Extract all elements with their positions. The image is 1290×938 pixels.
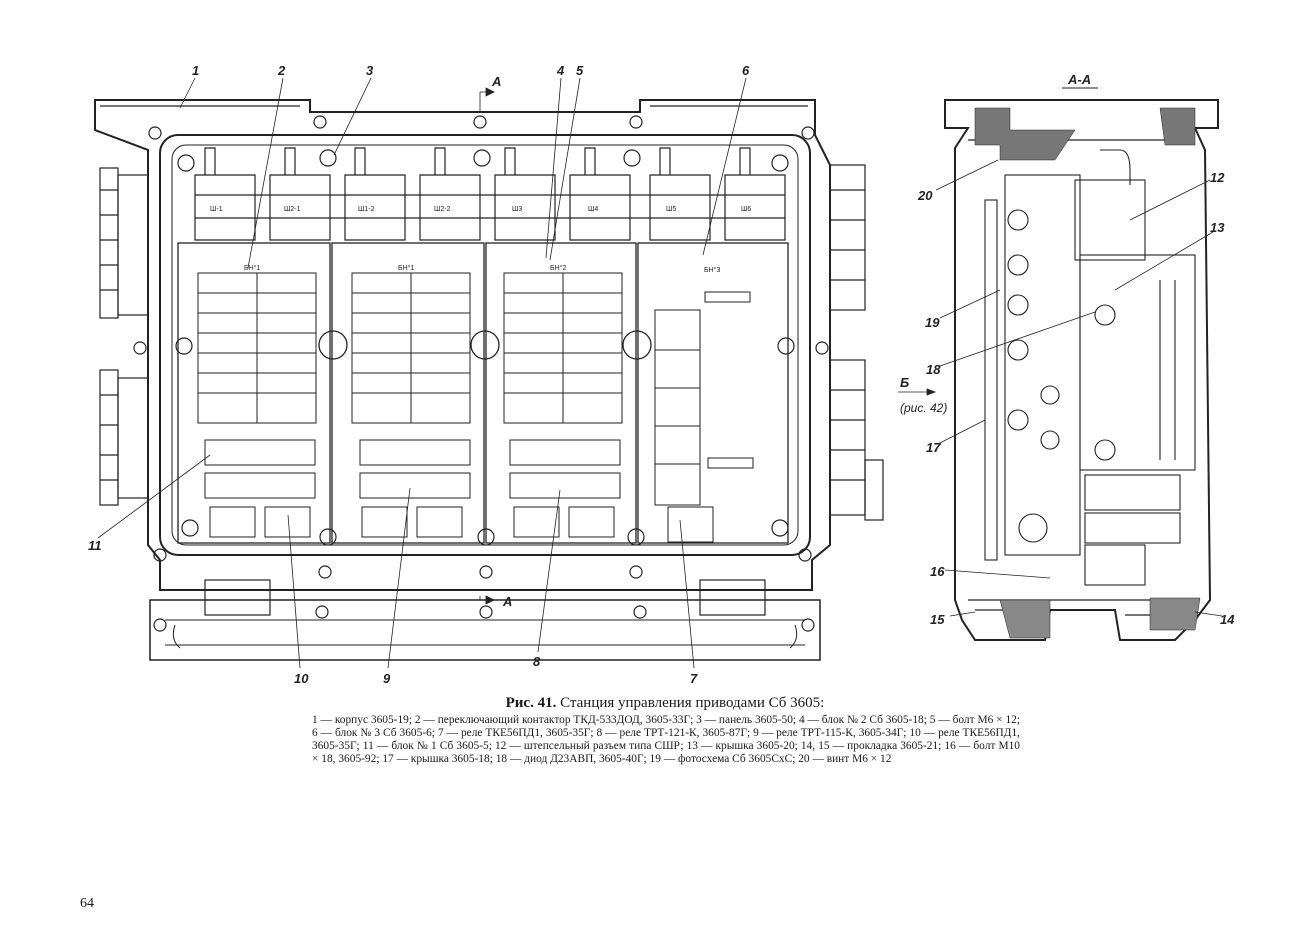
- section-mark-top: А: [491, 74, 501, 89]
- figure-legend: 1 — корпус 3605-19; 2 — переключающий ко…: [312, 714, 1020, 765]
- connector-label: Ш6: [741, 206, 751, 213]
- callout-18: 18: [926, 362, 941, 377]
- section-title: А-А: [1067, 72, 1091, 87]
- callout-13: 13: [1210, 220, 1225, 235]
- callout-19: 19: [925, 315, 940, 330]
- callout-10: 10: [294, 671, 309, 686]
- figure-title: Станция управления приводами Сб 3605:: [560, 695, 825, 711]
- arrow-label-b: Б: [900, 375, 909, 390]
- block-label: БН°2: [550, 264, 566, 272]
- page-number: 64: [80, 896, 94, 911]
- section-mark-bottom: А: [502, 594, 512, 609]
- connector-label: Ш4: [588, 206, 598, 213]
- callout-8: 8: [533, 654, 541, 669]
- connector-label: Ш5: [666, 206, 676, 213]
- callout-9: 9: [383, 671, 391, 686]
- callout-16: 16: [930, 564, 945, 579]
- arrow-reference: (рис. 42): [900, 401, 947, 415]
- connector-label: Ш2-2: [434, 206, 451, 213]
- callout-2: 2: [277, 63, 286, 78]
- connector-label: Ш-1: [210, 206, 223, 213]
- callout-17: 17: [926, 440, 941, 455]
- callout-1: 1: [192, 63, 199, 78]
- callout-12: 12: [1210, 170, 1225, 185]
- section-view-a-a: А-А: [898, 72, 1235, 641]
- callout-3: 3: [366, 63, 374, 78]
- callout-20: 20: [917, 188, 933, 203]
- callout-14: 14: [1220, 612, 1235, 627]
- block-label: БН°1: [244, 264, 260, 272]
- connector-label: Ш1-2: [358, 206, 375, 213]
- figure-number: Рис. 41.: [505, 695, 557, 711]
- main-view: 1 2 3 4 5 6 11 10 9 8 7 А А Ш-1 Ш2-1 Ш1-…: [88, 63, 884, 686]
- callout-11: 11: [88, 538, 102, 553]
- block-label: БН°1: [398, 264, 414, 272]
- block-label: БН°3: [704, 266, 720, 274]
- callout-5: 5: [576, 63, 584, 78]
- callout-4: 4: [556, 63, 565, 78]
- figure-caption: Рис. 41. Станция управления приводами Сб…: [310, 695, 1020, 712]
- connector-label: Ш2-1: [284, 206, 301, 213]
- callout-6: 6: [742, 63, 750, 78]
- callout-7: 7: [690, 671, 698, 686]
- connector-label: Ш3: [512, 206, 522, 213]
- callout-15: 15: [930, 612, 945, 627]
